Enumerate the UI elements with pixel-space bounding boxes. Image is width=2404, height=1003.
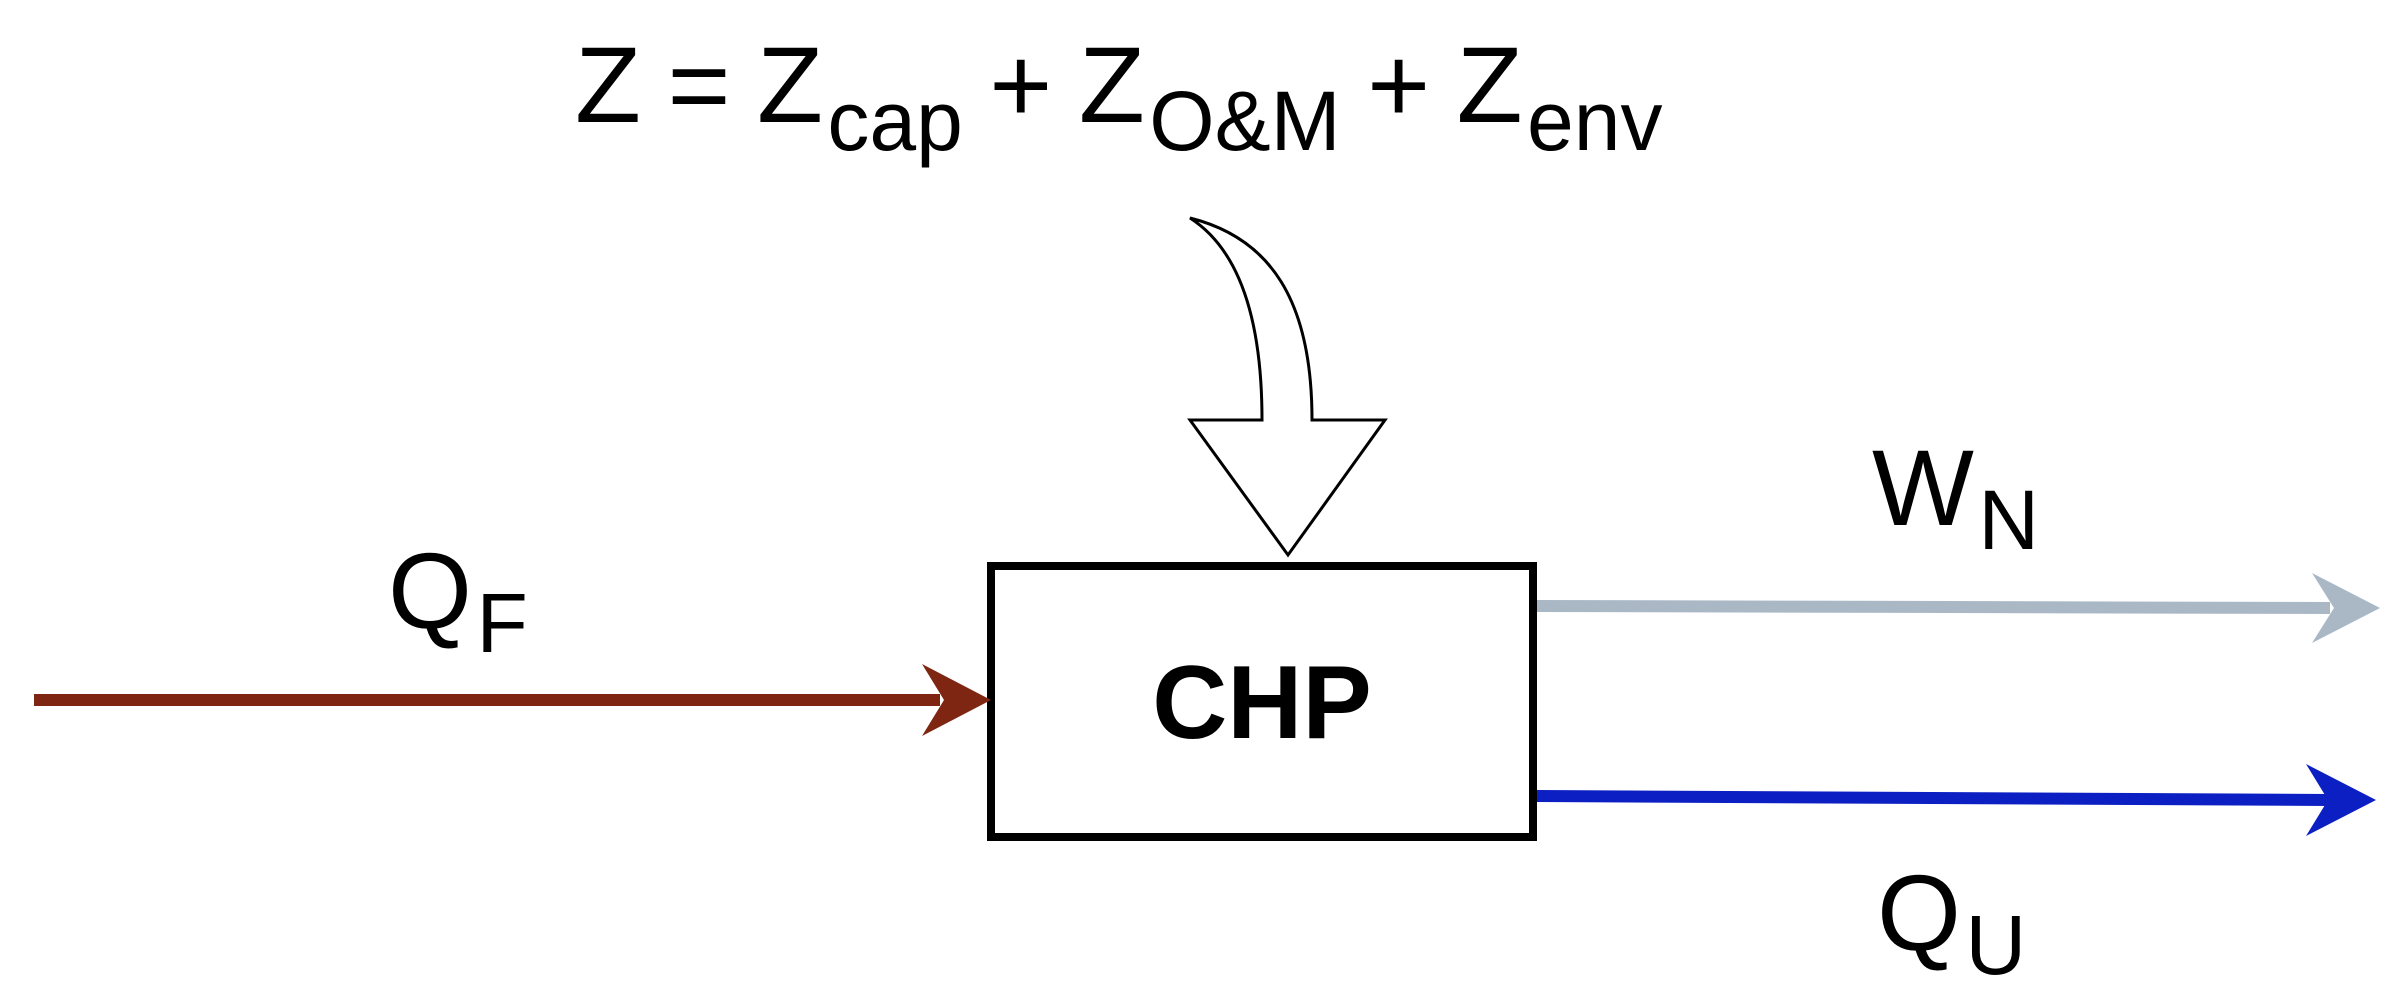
- work-output-label-base: W: [1872, 427, 1974, 548]
- chp-box: [987, 562, 1537, 841]
- equation-plus-2: +: [1367, 24, 1430, 145]
- equation-term-cap-base: Z: [757, 24, 823, 145]
- heat-output-arrowhead: [2306, 764, 2376, 836]
- work-output-arrowhead: [2312, 573, 2380, 643]
- heat-output-label-sub: U: [1965, 898, 2026, 992]
- fuel-input-label-base: Q: [388, 530, 472, 651]
- heat-output-label: Q U: [1877, 852, 2026, 992]
- chp-box-label: CHP: [1152, 645, 1372, 761]
- work-output-label-sub: N: [1978, 473, 2039, 567]
- equation-plus-1: +: [989, 24, 1052, 145]
- fuel-input-arrowhead: [922, 664, 991, 736]
- cost-input-arrow: [1187, 216, 1388, 558]
- equation-term-env-sub: env: [1527, 74, 1662, 168]
- heat-output-line: [1536, 790, 2331, 806]
- equation-term-env-base: Z: [1457, 24, 1523, 145]
- fuel-input-label: Q F: [388, 530, 528, 670]
- equation-term-om-base: Z: [1079, 24, 1145, 145]
- heat-output-label-base: Q: [1877, 852, 1961, 973]
- equation-term-om-sub: O&M: [1149, 74, 1340, 168]
- equation-term-cap-sub: cap: [827, 74, 962, 168]
- work-output-label: W N: [1872, 427, 2039, 567]
- equation: Z = Z cap + Z O&M + Z env: [575, 24, 1662, 168]
- work-output-line: [1536, 600, 2331, 614]
- equation-lhs: Z: [575, 24, 641, 145]
- equation-equals: =: [667, 24, 730, 145]
- fuel-input-label-sub: F: [476, 576, 527, 670]
